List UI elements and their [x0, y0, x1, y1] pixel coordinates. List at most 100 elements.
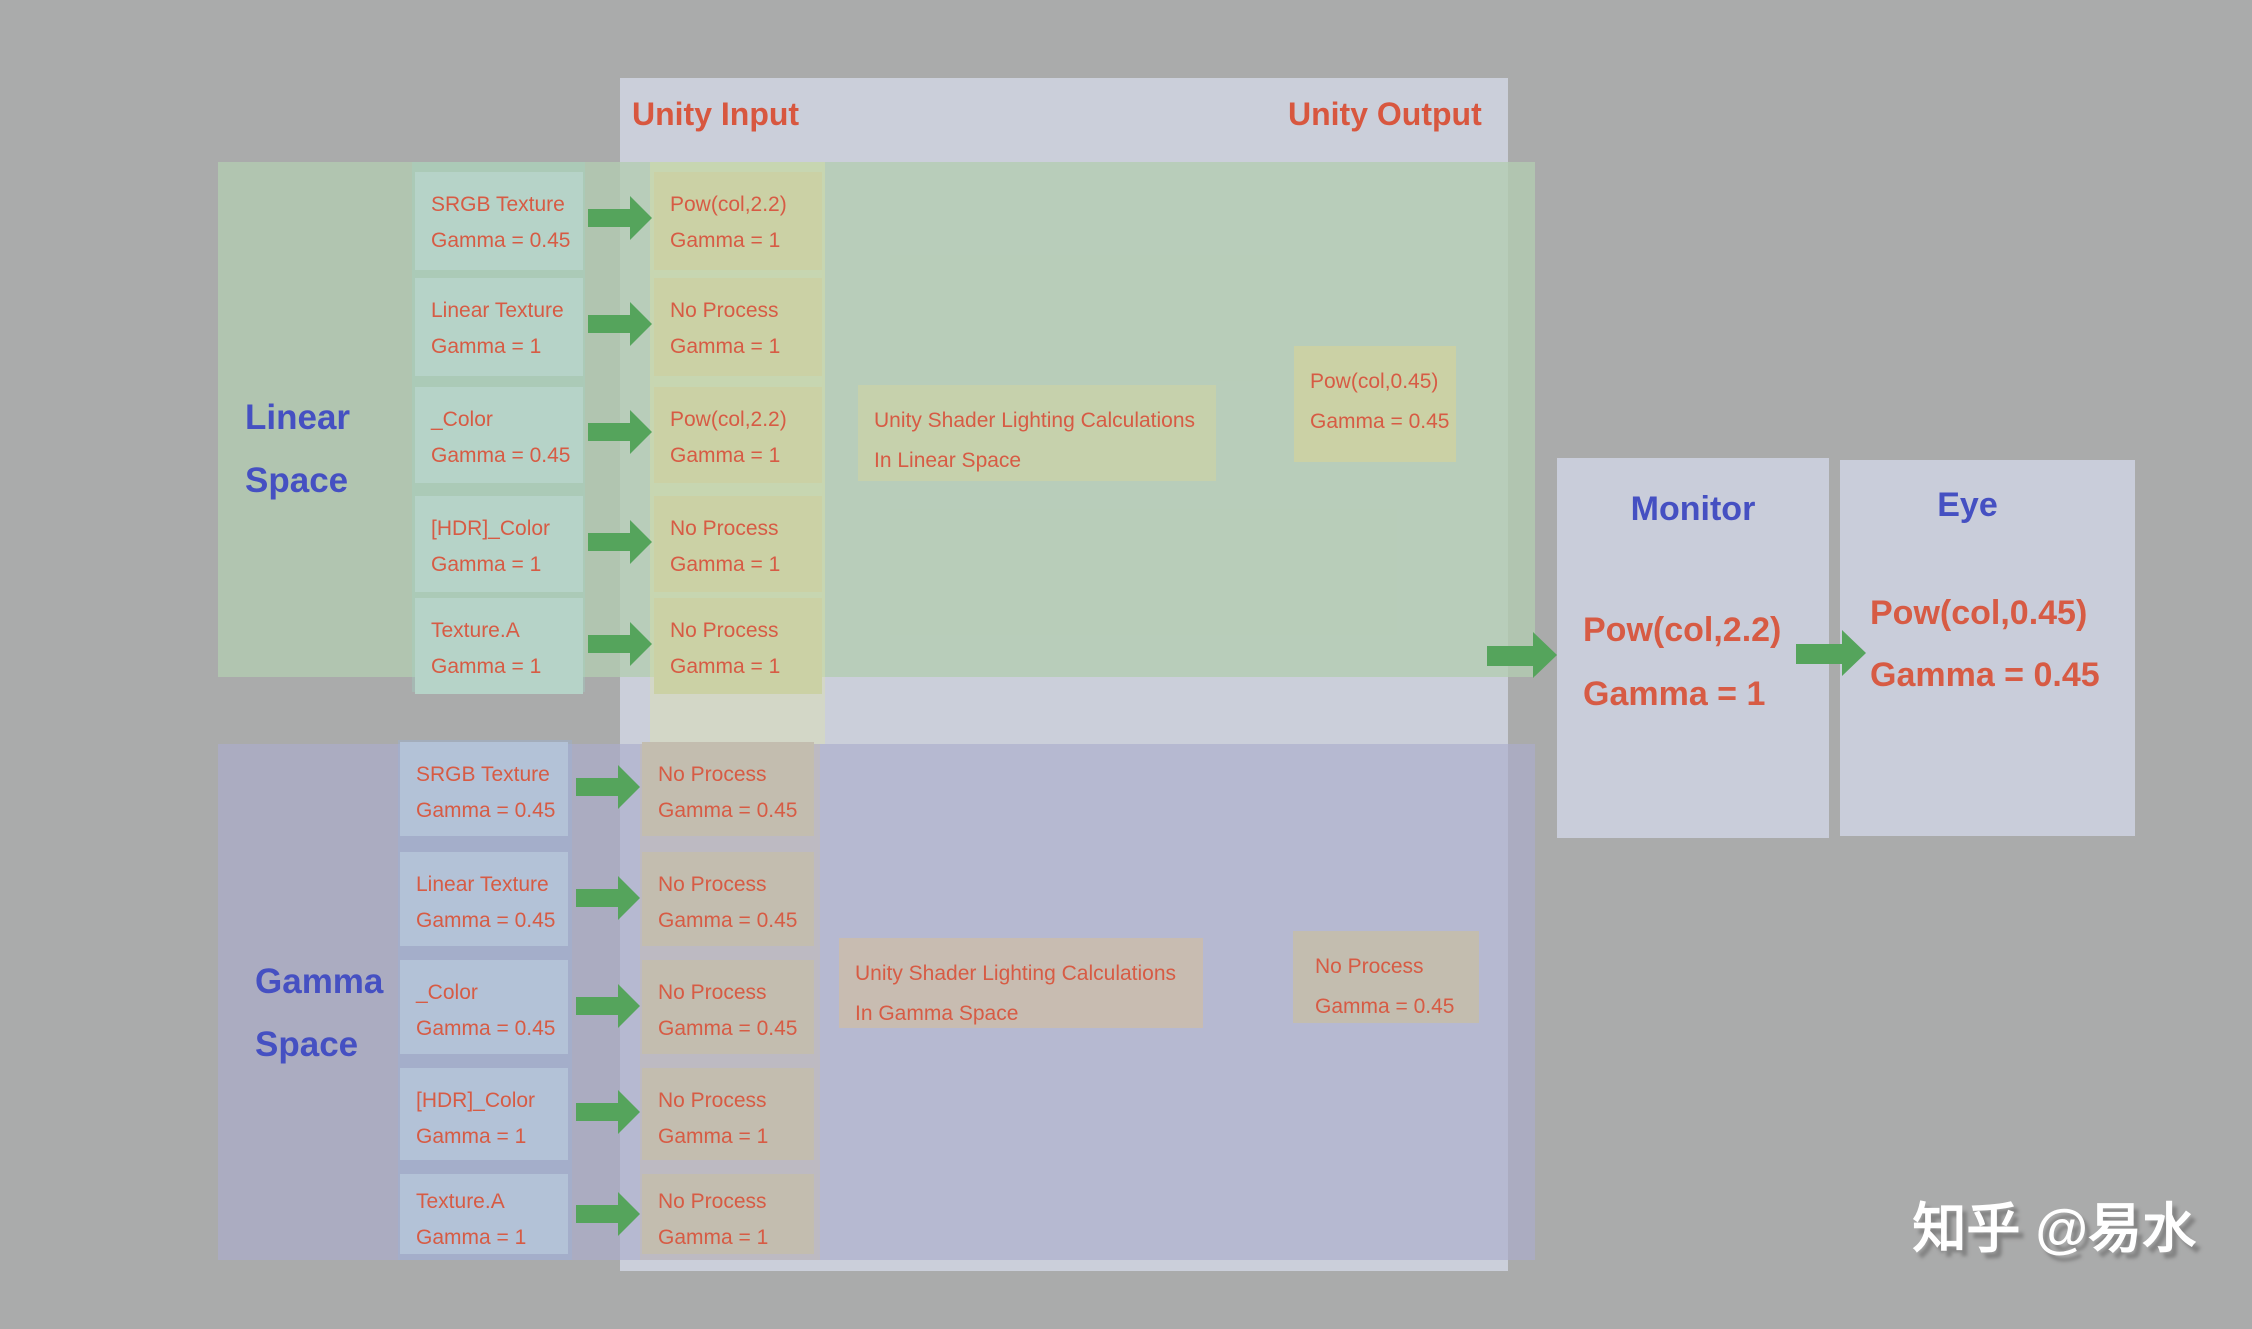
unity-output-header: Unity Output [1288, 96, 1482, 132]
box-line: Pow(col,2.2) [670, 408, 787, 431]
box-line: No Process [670, 619, 779, 642]
linear-row4-source-box: [HDR]_Color Gamma = 1 [415, 496, 583, 592]
gamma-space-label-line1: Gamma [255, 962, 384, 1001]
arrow-right-icon [588, 410, 652, 454]
box-line: Gamma = 0.45 [431, 229, 571, 252]
box-line: Linear Texture [416, 873, 549, 896]
formula-line: Gamma = 1 [1583, 675, 1766, 713]
gamma-space-label-line2: Space [255, 1025, 359, 1064]
eye-title: Eye [1937, 486, 1998, 524]
box-line: Gamma = 1 [658, 1226, 769, 1249]
linear-row1-source-box: SRGB Texture Gamma = 0.45 [415, 172, 583, 270]
box-line: Gamma = 0.45 [1310, 410, 1450, 433]
arrow-right-icon [588, 622, 652, 666]
linear-row2-source-box: Linear Texture Gamma = 1 [415, 278, 583, 376]
box-line: Texture.A [431, 619, 520, 642]
box-line: Gamma = 1 [431, 553, 542, 576]
box-line: _Color [431, 408, 493, 431]
box-line: No Process [670, 517, 779, 540]
box-line: Gamma = 0.45 [416, 909, 556, 932]
box-line: Unity Shader Lighting Calculations [855, 962, 1177, 985]
linear-row5-process-box: No Process Gamma = 1 [654, 598, 822, 694]
formula-line: Gamma = 0.45 [1870, 656, 2100, 694]
box-line: Gamma = 1 [670, 444, 781, 467]
box-line: No Process [658, 981, 767, 1004]
linear-space-label-line2: Space [245, 461, 349, 500]
box-line: Gamma = 1 [670, 655, 781, 678]
box-line: Gamma = 0.45 [416, 1017, 556, 1040]
box-line: Linear Texture [431, 299, 564, 322]
box-line: Gamma = 1 [431, 655, 542, 678]
arrow-right-icon [576, 1090, 640, 1134]
box-line: Gamma = 0.45 [416, 799, 556, 822]
gamma-output-box: No Process Gamma = 0.45 [1293, 931, 1479, 1023]
gamma-row4-source-box: [HDR]_Color Gamma = 1 [400, 1068, 568, 1160]
gamma-row3-process-box: No Process Gamma = 0.45 [642, 960, 814, 1054]
arrow-to-eye-icon [1796, 630, 1866, 676]
box-line: [HDR]_Color [431, 517, 551, 540]
box-line: No Process [658, 763, 767, 786]
zhihu-watermark: 知乎 @易水 [1912, 1199, 2196, 1259]
box-line: SRGB Texture [416, 763, 550, 786]
arrow-right-icon [576, 876, 640, 920]
linear-space-label: Linear Space [245, 386, 350, 512]
box-line: Gamma = 0.45 [658, 1017, 798, 1040]
box-line: Unity Shader Lighting Calculations [874, 409, 1196, 432]
monitor-title: Monitor [1630, 490, 1756, 528]
gamma-row1-source-box: SRGB Texture Gamma = 0.45 [400, 742, 568, 836]
linear-output-box: Pow(col,0.45) Gamma = 0.45 [1294, 346, 1456, 462]
box-line: SRGB Texture [431, 193, 565, 216]
gamma-row5-process-box: No Process Gamma = 1 [642, 1174, 814, 1254]
box-line: No Process [670, 299, 779, 322]
monitor-panel: Monitor Pow(col,2.2) Gamma = 1 [1557, 458, 1829, 838]
box-line: No Process [658, 873, 767, 896]
box-line: Texture.A [416, 1190, 505, 1213]
box-line: No Process [1315, 955, 1424, 978]
arrow-right-icon [576, 984, 640, 1028]
gamma-row1-process-box: No Process Gamma = 0.45 [642, 742, 814, 836]
box-line: Gamma = 0.45 [658, 909, 798, 932]
box-line: In Linear Space [874, 449, 1022, 472]
linear-space-label-line1: Linear [245, 398, 351, 437]
box-line: Gamma = 1 [670, 553, 781, 576]
box-line: No Process [658, 1190, 767, 1213]
gamma-row2-process-box: No Process Gamma = 0.45 [642, 852, 814, 946]
box-line: Gamma = 1 [670, 229, 781, 252]
eye-panel: Eye Pow(col,0.45) Gamma = 0.45 [1840, 460, 2135, 836]
box-line: Gamma = 0.45 [1315, 995, 1455, 1018]
box-line: Gamma = 1 [431, 335, 542, 358]
eye-formula: Pow(col,0.45) Gamma = 0.45 [1870, 582, 2100, 706]
arrow-right-icon [588, 196, 652, 240]
linear-row5-source-box: Texture.A Gamma = 1 [415, 598, 583, 694]
gamma-space-label: Gamma Space [255, 950, 383, 1076]
linear-row4-process-box: No Process Gamma = 1 [654, 496, 822, 592]
linear-row2-process-box: No Process Gamma = 1 [654, 278, 822, 376]
linear-lighting-box: Unity Shader Lighting Calculations In Li… [858, 385, 1216, 481]
box-line: Gamma = 0.45 [431, 444, 571, 467]
linear-row1-process-box: Pow(col,2.2) Gamma = 1 [654, 172, 822, 270]
gamma-row5-source-box: Texture.A Gamma = 1 [400, 1174, 568, 1254]
linear-row3-process-box: Pow(col,2.2) Gamma = 1 [654, 387, 822, 483]
box-line: In Gamma Space [855, 1002, 1019, 1025]
box-line: Gamma = 1 [670, 335, 781, 358]
box-line: No Process [658, 1089, 767, 1112]
box-line: Gamma = 1 [416, 1125, 527, 1148]
arrow-right-icon [588, 302, 652, 346]
linear-row3-source-box: _Color Gamma = 0.45 [415, 387, 583, 483]
gamma-row4-process-box: No Process Gamma = 1 [642, 1068, 814, 1160]
unity-input-header: Unity Input [632, 96, 800, 132]
box-line: [HDR]_Color [416, 1089, 536, 1112]
formula-line: Pow(col,0.45) [1870, 594, 2088, 632]
arrow-right-icon [576, 765, 640, 809]
box-line: Gamma = 0.45 [658, 799, 798, 822]
gamma-row3-source-box: _Color Gamma = 0.45 [400, 960, 568, 1054]
gamma-lighting-box: Unity Shader Lighting Calculations In Ga… [839, 938, 1203, 1028]
gamma-row2-source-box: Linear Texture Gamma = 0.45 [400, 852, 568, 946]
box-line: Pow(col,0.45) [1310, 370, 1439, 393]
arrow-to-monitor-icon [1487, 632, 1557, 678]
formula-line: Pow(col,2.2) [1583, 611, 1782, 649]
box-line: Gamma = 1 [416, 1226, 527, 1249]
monitor-formula: Pow(col,2.2) Gamma = 1 [1583, 598, 1781, 726]
box-line: Gamma = 1 [658, 1125, 769, 1148]
